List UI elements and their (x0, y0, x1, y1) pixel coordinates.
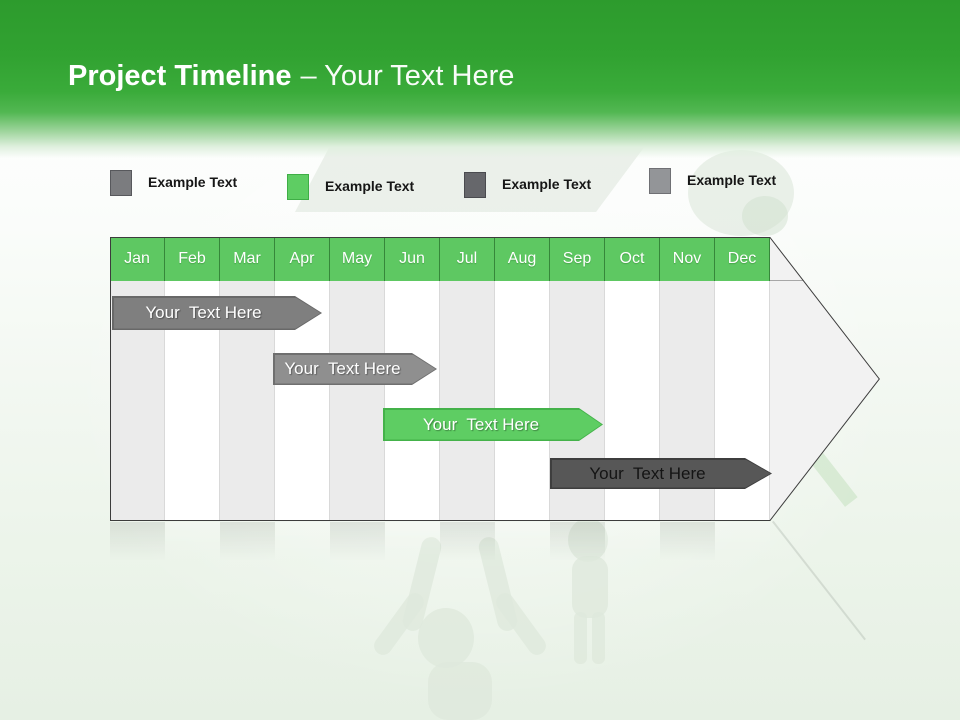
bg-figure-head (418, 608, 474, 668)
month-cell: Aug (495, 237, 550, 281)
legend-label: Example Text (325, 178, 415, 194)
slide-header: Project Timeline– Your Text Here (0, 0, 960, 158)
month-cell: Nov (660, 237, 715, 281)
legend-label: Example Text (687, 172, 777, 188)
gantt-bar-label: Your Text Here (422, 414, 540, 434)
gantt-bar-label: Your Text Here (589, 463, 706, 483)
month-cell: Oct (605, 237, 660, 281)
bg-figure-head (568, 518, 608, 562)
bg-figure-torso (572, 556, 608, 618)
legend-item: Example Text (464, 172, 591, 198)
gantt-bar: Your Text Here (550, 458, 772, 489)
legend-label: Example Text (502, 176, 592, 192)
legend-swatch (287, 174, 309, 200)
month-cell: Jul (440, 237, 495, 281)
bg-figure-torso (428, 662, 492, 720)
column-stripe (385, 281, 440, 521)
month-cell: Sep (550, 237, 605, 281)
bg-figure-leg (592, 612, 605, 664)
bg-figure-leg (574, 612, 587, 664)
legend-item: Example Text (287, 174, 414, 200)
legend: Example Text Example Text Example Text Exam… (0, 0, 960, 200)
legend-item: Example Text (110, 170, 237, 196)
column-stripe (330, 281, 385, 521)
timeline-reflection (110, 522, 770, 564)
gantt-bar-label: Your Text Here (145, 303, 262, 322)
month-cell: Feb (165, 237, 220, 281)
column-stripe (440, 281, 495, 521)
month-cell: May (330, 237, 385, 281)
bg-blob (742, 196, 788, 236)
legend-label: Example Text (148, 174, 238, 190)
title-bold: Project Timeline (68, 60, 292, 92)
legend-item: Example Text (649, 168, 776, 194)
month-cell: Jan (110, 237, 165, 281)
legend-swatch (649, 168, 671, 194)
column-stripe (495, 281, 550, 521)
month-cell: Apr (275, 237, 330, 281)
gantt-bar: Your Text Here (112, 296, 322, 330)
legend-swatch (110, 170, 132, 196)
legend-swatch (464, 172, 486, 198)
page-title: Project Timeline– Your Text Here (68, 60, 514, 93)
title-light: – Your Text Here (300, 60, 515, 92)
gantt-bar-label: Your Text Here (284, 359, 401, 378)
month-cell: Jun (385, 237, 440, 281)
month-cell: Mar (220, 237, 275, 281)
gantt-bar: Your Text Here (383, 408, 603, 441)
gantt-bar: Your Text Here (273, 353, 437, 385)
arrow-reflection-line (772, 520, 866, 641)
month-cell: Dec (715, 237, 770, 281)
